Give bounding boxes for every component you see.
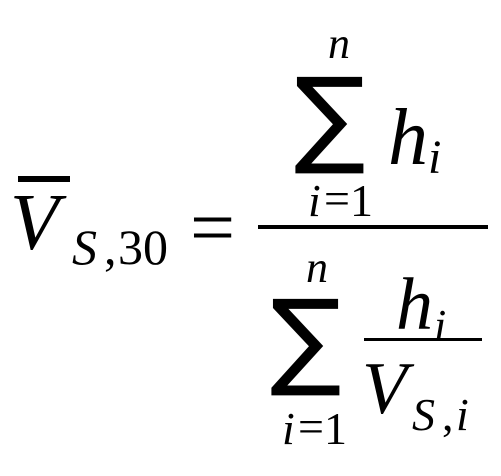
lhs-subscript-s: S (72, 219, 97, 275)
den-frac-den-sub-sep: , (442, 389, 454, 440)
den-frac-den-sub-s: S (412, 389, 435, 440)
num-term-sub-i: i (428, 131, 442, 184)
num-term-base-h: h (388, 94, 428, 182)
equals-sign: = (190, 184, 236, 272)
den-lower-eq: = (298, 401, 324, 452)
den-sum-upper-limit: n (306, 243, 328, 292)
main-fraction-bar (258, 225, 488, 229)
num-sum-upper-limit: n (328, 19, 350, 68)
den-lower-val: 1 (324, 403, 347, 454)
lhs-overbar (18, 176, 70, 182)
den-frac-den-base-v: V (362, 348, 408, 430)
den-frac-num-sub-i: i (434, 301, 447, 350)
num-lower-val: 1 (350, 175, 373, 226)
den-frac-den-sub-i: i (456, 389, 469, 440)
num-sum-icon: ∑ (294, 55, 366, 178)
den-sum-icon: ∑ (270, 277, 342, 400)
inner-fraction-bar (364, 338, 482, 341)
lhs-subscript-num: 30 (118, 219, 168, 275)
num-lower-eq: = (324, 173, 350, 224)
lhs-subscript-sep: , (104, 219, 117, 275)
lhs-base-v: V (10, 179, 59, 267)
den-frac-num-base-h: h (396, 264, 433, 346)
num-lower-var: i (308, 175, 321, 226)
den-lower-var: i (282, 403, 295, 454)
